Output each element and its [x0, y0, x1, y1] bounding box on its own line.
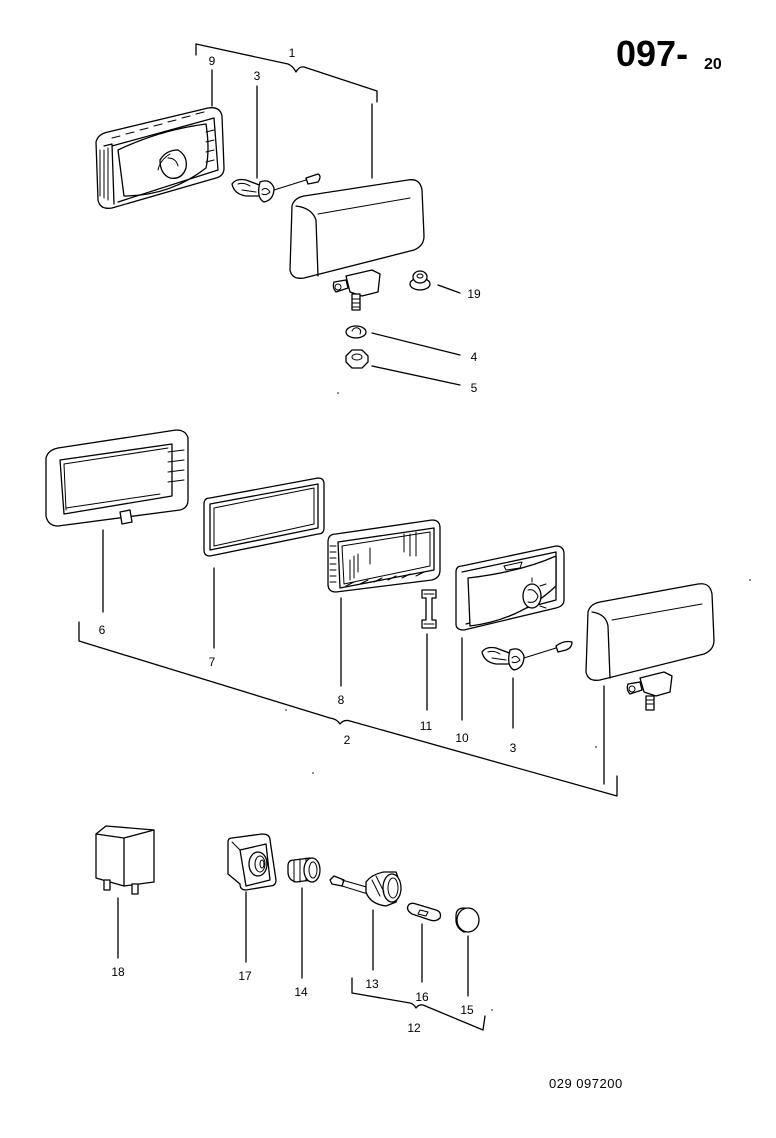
cap-icon[interactable]: 15 [455, 907, 480, 1017]
lamp-insert-icon[interactable]: 9 [95, 54, 225, 209]
group-separator: - [676, 33, 689, 74]
callout-15: 15 [460, 1003, 474, 1017]
lamp-assembly-icon-bottom[interactable] [585, 583, 715, 785]
bracket-group-1 [195, 43, 378, 103]
lamp-assembly-icon-top[interactable]: 1 [289, 46, 425, 311]
leader-line-4 [371, 332, 461, 356]
callout-9: 9 [209, 54, 216, 68]
leader-line-5 [371, 365, 461, 386]
callout-4: 4 [471, 350, 478, 364]
lens-icon[interactable]: 8 [327, 519, 441, 707]
holder-icon[interactable]: 14 [287, 857, 321, 999]
switch-housing-icon[interactable]: 17 [227, 833, 277, 983]
callout-17: 17 [238, 969, 252, 983]
bracket-group-2: 2 [78, 621, 618, 797]
bulb-icon-top[interactable]: 3 [231, 69, 321, 203]
bulb-icon-bottom[interactable]: 3 [481, 640, 573, 756]
callout-8: 8 [338, 693, 345, 707]
frame-icon[interactable]: 6 [45, 429, 189, 637]
washer-icon[interactable]: 4 [345, 325, 478, 364]
reflector-icon[interactable]: 10 [455, 545, 565, 745]
callout-7: 7 [209, 655, 216, 669]
knob-icon[interactable]: 13 [329, 871, 402, 991]
callout-3-top: 3 [254, 69, 261, 83]
bracket-group-12: 12 [351, 977, 486, 1035]
callout-5: 5 [471, 381, 478, 395]
reference-code: 029 097200 [549, 1076, 623, 1091]
group-number: 097 [616, 33, 677, 74]
callout-1: 1 [289, 46, 296, 60]
page-group-number: 097- [616, 36, 688, 72]
grommet-icon[interactable]: 19 [409, 270, 481, 301]
insert-icon[interactable]: 16 [406, 902, 442, 1004]
callout-16: 16 [415, 990, 429, 1004]
callout-10: 10 [455, 731, 469, 745]
callout-3-bottom: 3 [510, 741, 517, 755]
callout-18: 18 [111, 965, 125, 979]
gasket-icon[interactable]: 7 [203, 477, 325, 669]
callout-6: 6 [99, 623, 106, 637]
callout-14: 14 [294, 985, 308, 999]
callout-13: 13 [365, 977, 379, 991]
clip-icon[interactable]: 11 [420, 589, 437, 733]
callout-2: 2 [344, 733, 351, 747]
page-sheet-number: 20 [704, 56, 722, 73]
callout-11: 11 [420, 719, 433, 733]
relay-icon[interactable]: 18 [95, 825, 155, 979]
callout-12: 12 [407, 1021, 421, 1035]
scan-specks [285, 392, 751, 1011]
nut-icon[interactable]: 5 [345, 349, 478, 395]
callout-19: 19 [467, 287, 481, 301]
leader-line-19 [437, 284, 461, 294]
